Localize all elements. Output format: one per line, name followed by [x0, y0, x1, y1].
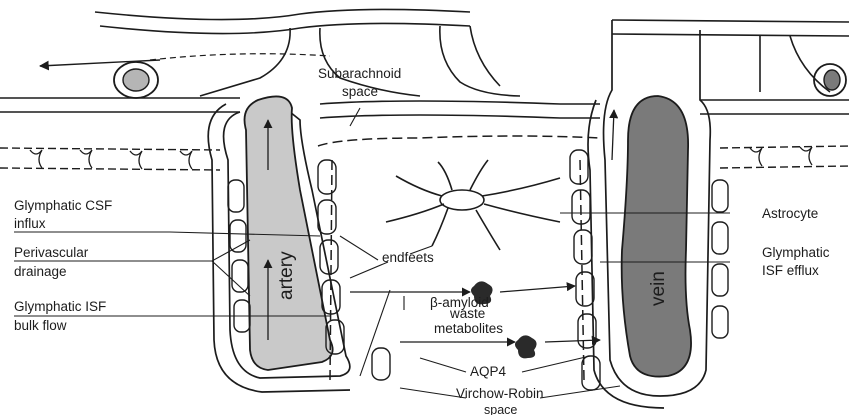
glymphatic-csf-label-line2: influx: [14, 216, 46, 231]
virchow-robin-label-line1: Virchow-Robin: [456, 386, 544, 401]
csf-dashed-path: [150, 54, 330, 60]
isf-efflux-label-line2: ISF efflux: [762, 263, 819, 278]
waste-metabolite-particle: [515, 335, 537, 358]
vein-flow-arrow: [612, 110, 614, 160]
isf-efflux-label-line1: Glymphatic: [762, 245, 830, 260]
vein-vessel: [622, 96, 691, 377]
parenchyma-boundary: [318, 136, 600, 380]
artery-vessel: [245, 96, 333, 370]
artery-label: artery: [276, 251, 297, 300]
glymphatic-csf-label-line1: Glymphatic CSF: [14, 198, 112, 213]
vein-label: vein: [648, 271, 669, 306]
surface-cell-knots: [30, 147, 812, 169]
subarachnoid-label-line2: space: [342, 84, 378, 99]
surface-cells-left: [0, 146, 849, 170]
waste-label-line1: waste: [449, 306, 485, 321]
perivascular-label-line1: Perivascular: [14, 245, 89, 260]
virchow-robin-label-line2: space: [484, 403, 517, 415]
perivascular-label-line2: drainage: [14, 264, 67, 279]
astrocyte-cell: [386, 160, 560, 250]
subarachnoid-label-line1: Subarachnoid: [318, 66, 401, 81]
astrocyte-label: Astrocyte: [762, 206, 818, 221]
aqp4-label: AQP4: [470, 364, 507, 379]
glymphatic-isf-label-line2: bulk flow: [14, 318, 67, 333]
waste-label-line2: metabolites: [434, 321, 503, 336]
endfeets-label: endfeets: [382, 250, 434, 265]
small-vessel-left: [114, 62, 158, 98]
glymphatic-isf-label-line1: Glymphatic ISF: [14, 299, 106, 314]
